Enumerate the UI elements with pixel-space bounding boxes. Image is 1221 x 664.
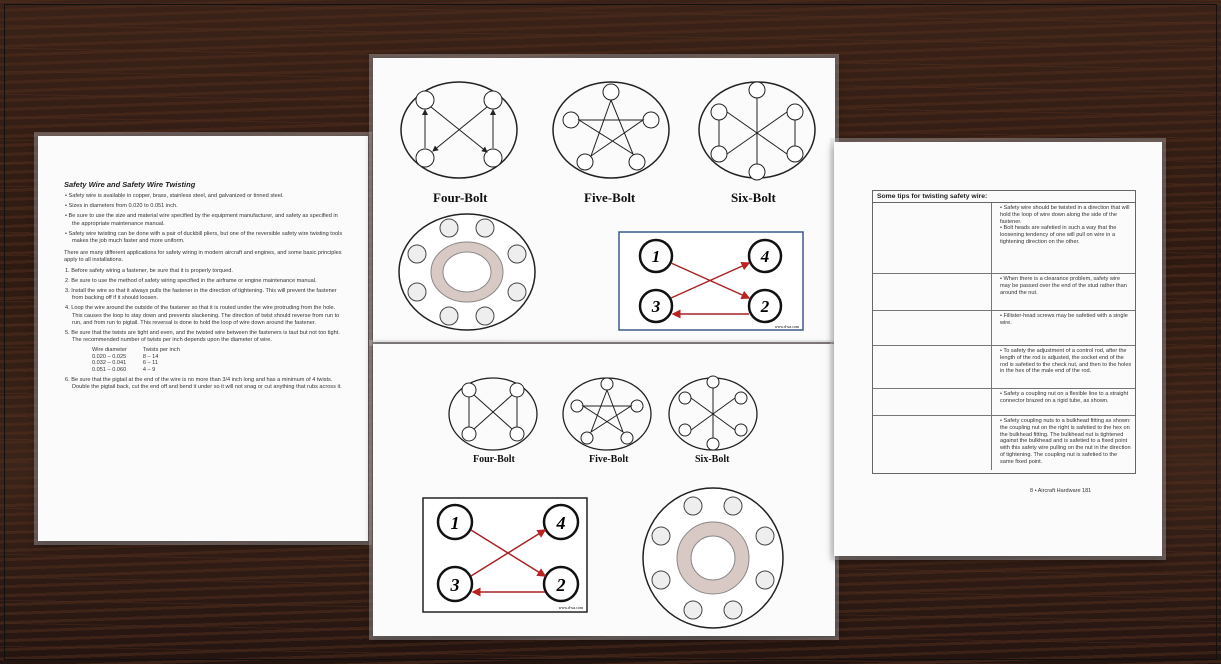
six-bolt-label: Six-Bolt — [731, 190, 776, 206]
box-number-2: 2 — [760, 297, 770, 316]
tips-heading: Some tips for twisting safety wire: — [873, 191, 1135, 203]
credit-text: www.d-ua.com — [559, 605, 584, 610]
credit-text: www.d-ua.com — [775, 324, 800, 329]
bullet-4: • Safety wire twisting can be done with … — [72, 231, 346, 245]
bolt-pattern-sheet-top: 1 4 3 2 www.d-ua.com Four-Bolt Five-Bolt… — [373, 58, 835, 342]
wire-illustration — [873, 416, 992, 470]
six-bolt-diagram — [699, 82, 815, 180]
step-5: 5. Be sure that the twists are tight and… — [72, 330, 346, 344]
bullet-1: • Safety wire is available in copper, br… — [72, 193, 346, 200]
intro-paragraph: There are many different applications fo… — [64, 250, 346, 264]
four-bolt-label: Four-Bolt — [433, 190, 487, 206]
box-number-2: 2 — [556, 575, 566, 595]
sheet-title: Safety Wire and Safety Wire Twisting — [64, 180, 346, 189]
safety-wire-tips-sheet: Some tips for twisting safety wire: • Sa… — [834, 142, 1162, 556]
tip-row: • Safety coupling nuts to a bulkhead fit… — [873, 416, 1135, 470]
wire-illustration — [873, 203, 992, 273]
step-4: 4. Loop the wire around the outside of t… — [72, 305, 346, 327]
tips-table: Some tips for twisting safety wire: • Sa… — [872, 190, 1136, 474]
five-bolt-label: Five-Bolt — [589, 454, 628, 465]
flange-diagram-bottom — [643, 488, 783, 628]
five-bolt-diagram — [553, 82, 669, 178]
box-number-3: 3 — [450, 575, 460, 595]
box-number-3: 3 — [651, 297, 661, 316]
five-bolt-label: Five-Bolt — [584, 190, 635, 206]
box-number-4: 4 — [760, 247, 770, 266]
page-footer: 8 • Aircraft Hardware 181 — [1030, 488, 1091, 494]
four-bolt-diagram — [401, 82, 517, 178]
bolt-pattern-sheet-bottom: 1 4 3 2 www.d-ua.com Four-Bolt Five-Bolt… — [373, 344, 835, 636]
tip-row: • To safety the adjustment of a control … — [873, 346, 1135, 389]
six-bolt-label: Six-Bolt — [695, 454, 729, 465]
step-3: 3. Install the wire so that it always pu… — [72, 288, 346, 302]
box-number-1: 1 — [652, 247, 661, 266]
six-bolt-diagram-small — [669, 376, 757, 450]
four-bolt-diagram-small — [449, 378, 537, 450]
tip-row: • When there is a clearance problem, saf… — [873, 274, 1135, 311]
tip-row: • Fillister-head screws may be safetied … — [873, 311, 1135, 346]
bottom-sheet-diagrams: 1 4 3 2 www.d-ua.com — [373, 344, 835, 636]
tip-row: • Safety wire should be twisted in a dir… — [873, 203, 1135, 274]
bullet-3: • Be sure to use the size and material w… — [72, 213, 346, 227]
wire-illustration — [873, 274, 992, 310]
bullet-2: • Sizes in diameters from 0.020 to 0.051… — [72, 203, 346, 210]
wire-illustration — [873, 346, 992, 388]
step-6: 6. Be sure that the pigtail at the end o… — [72, 377, 346, 391]
wire-illustration — [873, 311, 992, 345]
step-2: 2. Be sure to use the method of safety w… — [72, 278, 346, 285]
four-bolt-label: Four-Bolt — [473, 454, 515, 465]
flange-diagram — [399, 214, 535, 330]
wire-illustration — [873, 389, 992, 415]
box-number-4: 4 — [556, 513, 566, 533]
five-bolt-diagram-small — [563, 378, 651, 450]
safety-wire-text-sheet: Safety Wire and Safety Wire Twisting • S… — [38, 136, 368, 541]
tip-row: • Safety a coupling nut on a flexible li… — [873, 389, 1135, 416]
box-number-1: 1 — [451, 513, 460, 533]
wiring-sequence-box: 1 4 3 2 www.d-ua.com — [619, 232, 803, 330]
wiring-sequence-box-bottom: 1 4 3 2 www.d-ua.com — [423, 498, 587, 612]
step-1: 1. Before safety wiring a fastener, be s… — [72, 268, 346, 275]
